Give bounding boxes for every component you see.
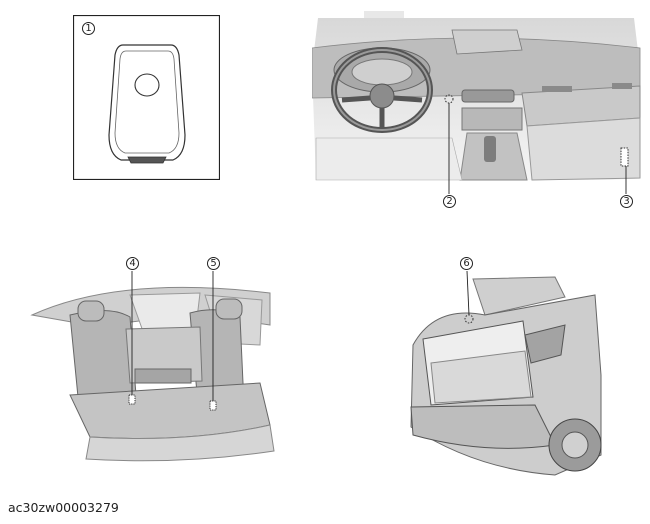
figure-code: ac30zw00003279 [8, 500, 119, 515]
cargo-panel: 6 [405, 255, 603, 485]
callout-6: 6 [460, 257, 473, 270]
rear-seat-interior-icon [30, 271, 275, 462]
key-panel: 1 [73, 15, 220, 180]
callout-3: 3 [620, 195, 633, 208]
callout-2: 2 [443, 195, 456, 208]
rear-seat-panel: 4 5 [30, 255, 278, 465]
dashboard-interior-icon [312, 11, 641, 194]
callout-5: 5 [207, 257, 220, 270]
callout-4: 4 [126, 257, 139, 270]
callout-1: 1 [82, 22, 95, 35]
dashboard-panel: 2 3 [312, 8, 642, 213]
smart-key-icon [73, 15, 220, 180]
cargo-area-icon [410, 270, 602, 476]
